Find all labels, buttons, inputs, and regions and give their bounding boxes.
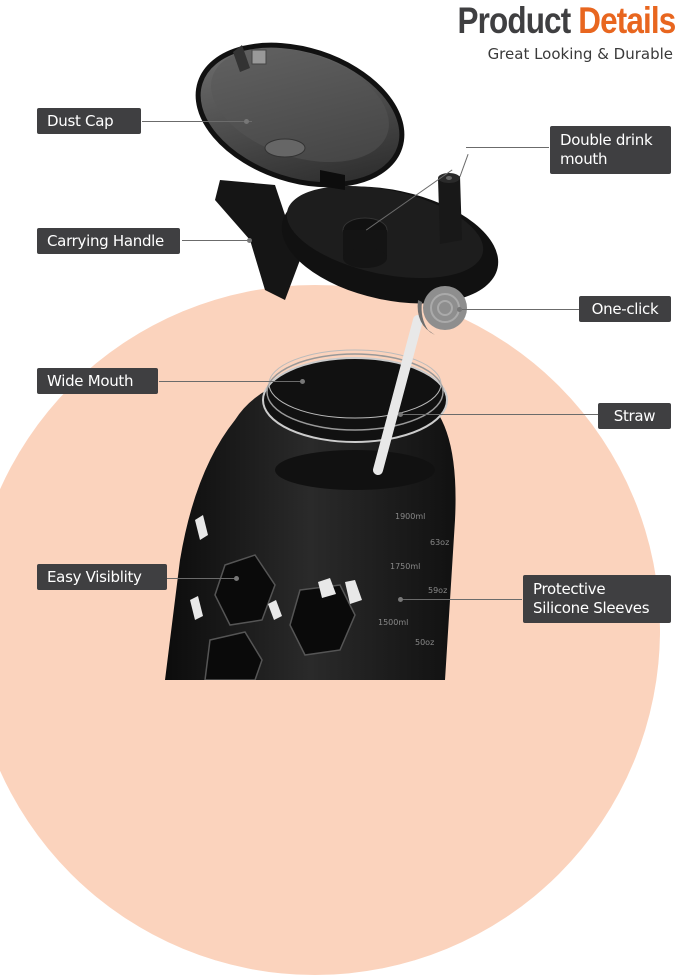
callout-label-line1: Double drink bbox=[560, 131, 653, 150]
callout-protective-silicone-sleeves: Protective Silicone Sleeves bbox=[523, 575, 671, 623]
callout-wide-mouth: Wide Mouth bbox=[37, 368, 158, 394]
straw bbox=[373, 315, 423, 475]
leader-dot bbox=[457, 307, 462, 312]
callout-label-line2: mouth bbox=[560, 150, 608, 168]
page-title: Product Details bbox=[457, 0, 676, 42]
page-subtitle: Great Looking & Durable bbox=[487, 45, 673, 63]
callout-one-click: One-click bbox=[579, 296, 671, 322]
leader-dot bbox=[398, 412, 403, 417]
svg-text:63oz: 63oz bbox=[430, 538, 449, 547]
title-details: Details bbox=[577, 0, 676, 41]
callout-straw: Straw bbox=[598, 403, 671, 429]
bottle-body: 1900ml 63oz 1750ml 59oz 1500ml 50oz bbox=[165, 349, 456, 680]
svg-text:1500ml: 1500ml bbox=[378, 618, 408, 627]
leader-double-drink bbox=[466, 147, 549, 148]
callout-dust-cap: Dust Cap bbox=[37, 108, 141, 134]
callout-carrying-handle: Carrying Handle bbox=[37, 228, 180, 254]
leader-one-click bbox=[462, 309, 580, 310]
handle bbox=[215, 180, 300, 300]
water-bottle-illustration: 1900ml 63oz 1750ml 59oz 1500ml 50oz bbox=[165, 42, 499, 680]
callout-label-line2: Silicone Sleeves bbox=[533, 599, 650, 617]
svg-text:1750ml: 1750ml bbox=[390, 562, 420, 571]
leader-dot bbox=[398, 597, 403, 602]
leader-straw bbox=[400, 414, 598, 415]
leader-dust-cap bbox=[142, 121, 252, 122]
leader-wide-mouth bbox=[159, 381, 301, 382]
title-product: Product bbox=[457, 0, 571, 41]
callout-label: Carrying Handle bbox=[47, 231, 164, 250]
dust-cap bbox=[195, 42, 405, 190]
svg-text:1900ml: 1900ml bbox=[395, 512, 425, 521]
callout-label: One-click bbox=[591, 299, 659, 318]
leader-protective-sleeves bbox=[400, 599, 522, 600]
svg-text:59oz: 59oz bbox=[428, 586, 447, 595]
leader-easy-visibility bbox=[167, 578, 235, 579]
callout-label: Wide Mouth bbox=[47, 371, 134, 390]
leader-dot bbox=[244, 119, 249, 124]
callout-easy-visibility: Easy Visiblity bbox=[37, 564, 167, 590]
callout-label-line1: Protective bbox=[533, 580, 606, 599]
callout-double-drink-mouth: Double drink mouth bbox=[550, 126, 671, 174]
callout-label: Easy Visiblity bbox=[47, 567, 142, 586]
leader-dot bbox=[300, 379, 305, 384]
callout-label: Dust Cap bbox=[47, 111, 114, 130]
callout-label: Straw bbox=[613, 406, 656, 425]
leader-dot bbox=[234, 576, 239, 581]
svg-text:50oz: 50oz bbox=[415, 638, 434, 647]
leader-dot bbox=[247, 238, 252, 243]
leader-carrying-handle bbox=[182, 240, 248, 241]
lid bbox=[281, 173, 499, 335]
